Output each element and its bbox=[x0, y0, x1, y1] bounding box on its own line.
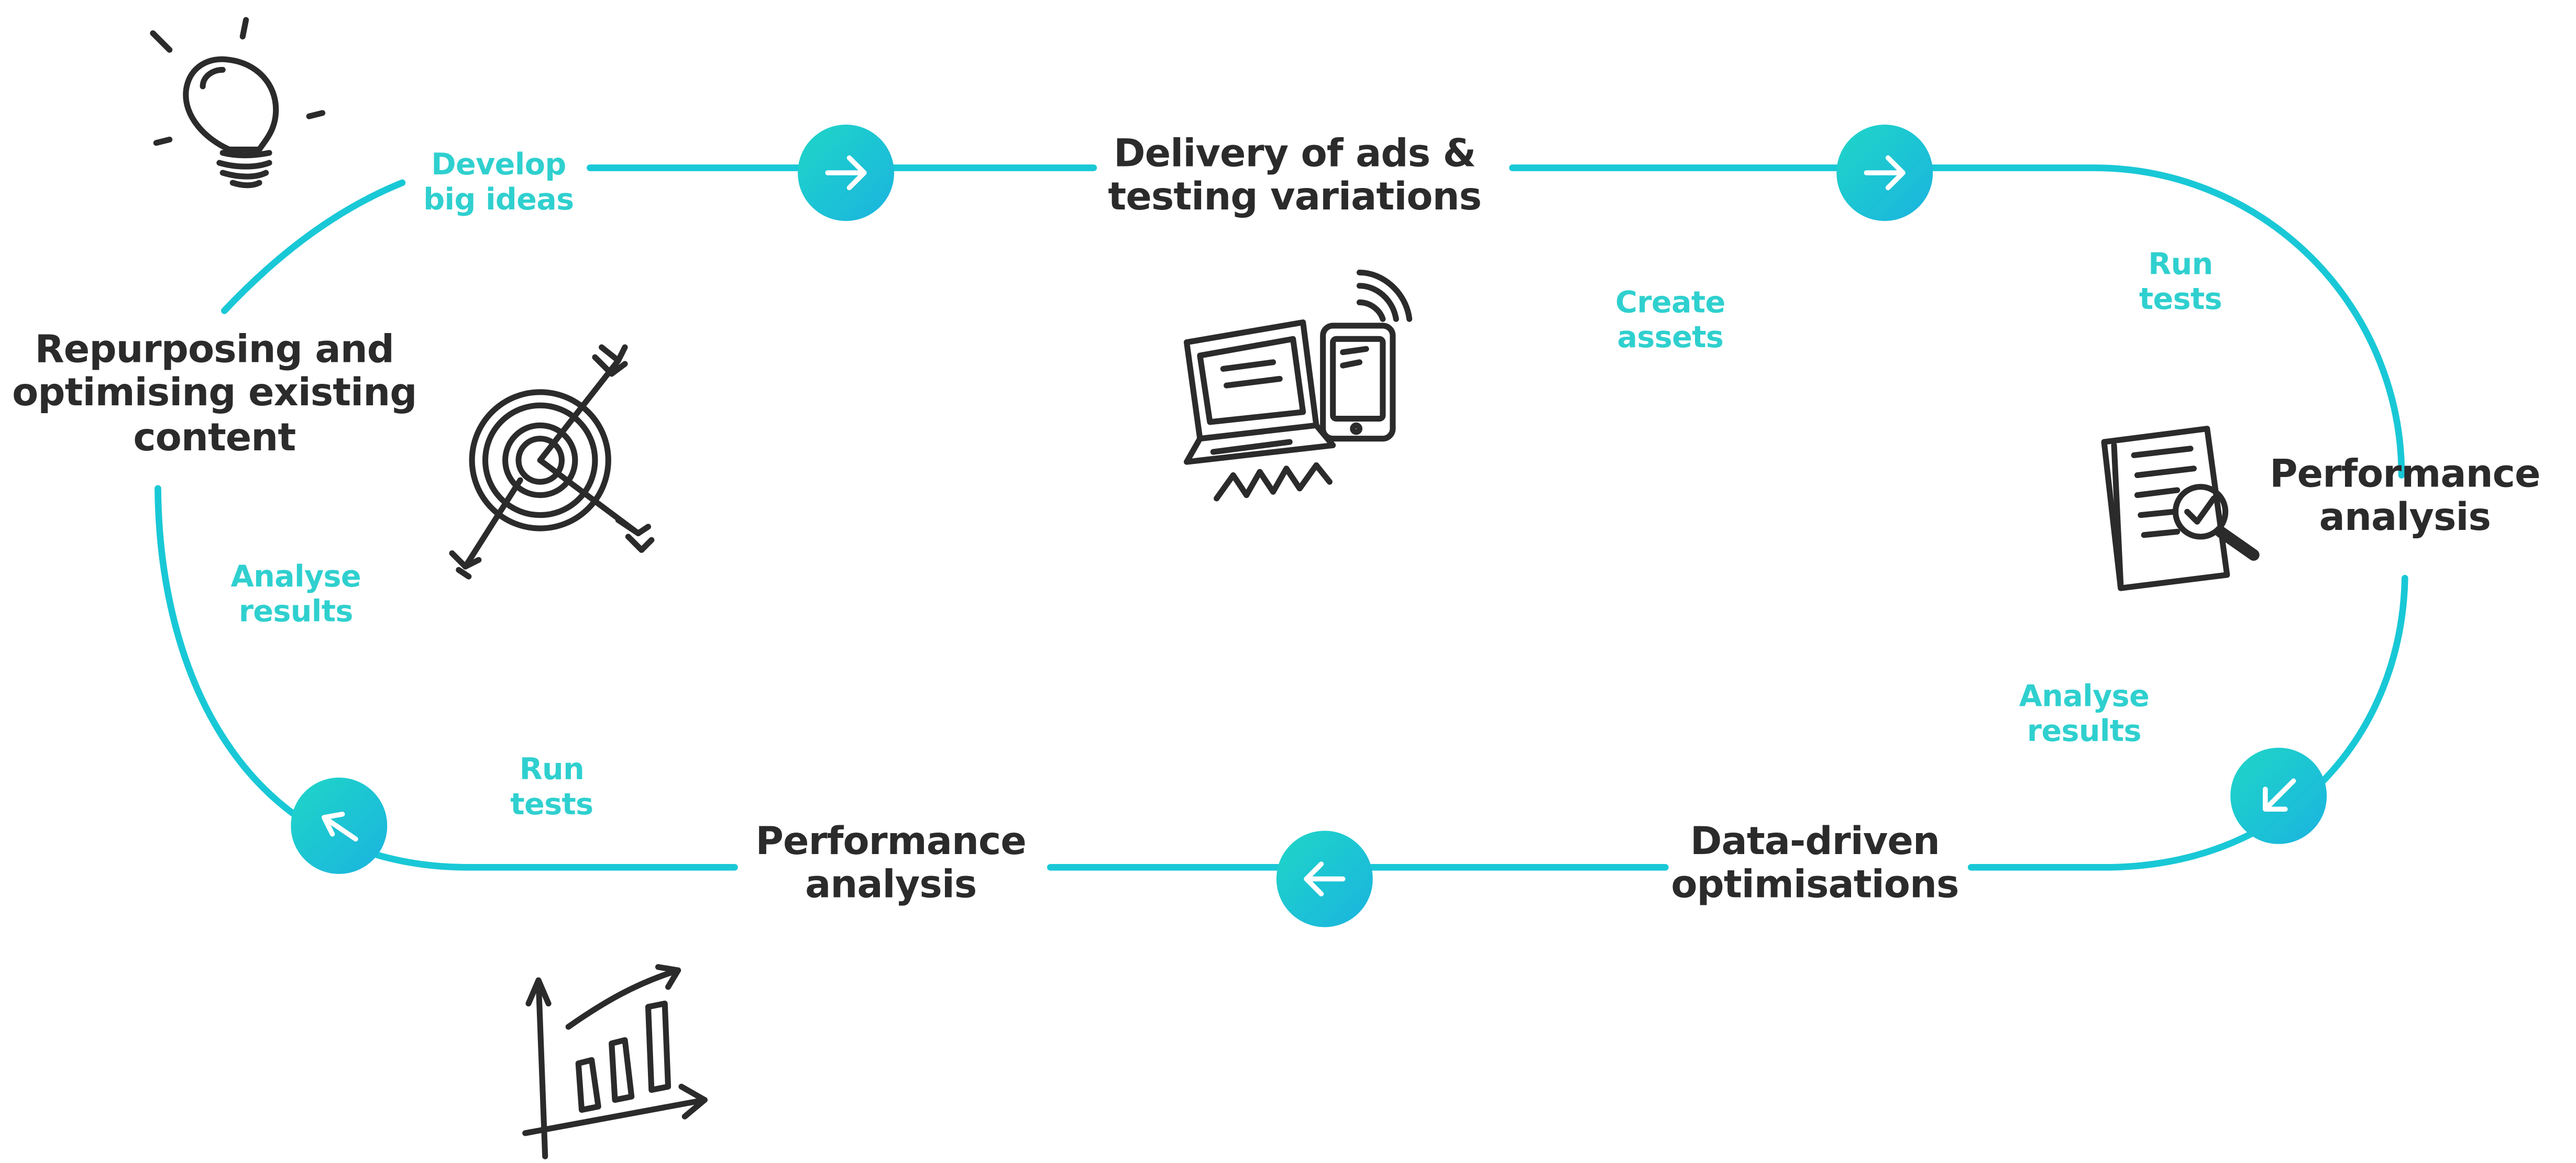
connector-delivery-performance bbox=[1509, 164, 2405, 479]
step-analyse-right-line-2: results bbox=[2027, 714, 2142, 749]
arrow-right-icon bbox=[1836, 124, 1933, 221]
stage-repurposing-content: Repurposing and optimising existing cont… bbox=[7, 329, 422, 461]
connector-performance-repurposing bbox=[155, 485, 738, 871]
stage-performance-right-line-2: analysis bbox=[2319, 497, 2491, 541]
report-drawing bbox=[2101, 426, 2260, 591]
next-arrow-button-top-right[interactable] bbox=[1836, 124, 1933, 221]
step-run-tests-right: Run tests bbox=[2127, 247, 2233, 318]
step-run-left-line-2: tests bbox=[510, 787, 593, 822]
stage-repurposing-line-1: Repurposing and bbox=[35, 329, 394, 372]
stage-delivery: Delivery of ads & testing variations bbox=[1095, 133, 1494, 221]
step-develop-big-ideas: Develop big ideas bbox=[415, 148, 581, 218]
stage-performance-analysis-right: Performance analysis bbox=[2264, 453, 2546, 541]
connector-repurposing-develop bbox=[221, 179, 406, 314]
next-arrow-button-top-left[interactable] bbox=[798, 124, 895, 221]
stage-performance-bottom-line-2: analysis bbox=[805, 865, 977, 908]
step-run-left-line-1: Run bbox=[519, 752, 585, 788]
step-create-line-1: Create bbox=[1615, 285, 1725, 321]
stage-data-driven-optimisations: Data-driven optimisations bbox=[1669, 821, 1961, 909]
devices-drawing bbox=[1183, 269, 1413, 502]
next-arrow-button-bottom[interactable] bbox=[1276, 830, 1373, 927]
step-analyse-right-line-1: Analyse bbox=[2019, 679, 2150, 715]
arrow-left-icon bbox=[1276, 830, 1373, 927]
step-run-right-line-2: tests bbox=[2139, 282, 2222, 317]
arrow-right-icon bbox=[798, 124, 895, 221]
laptop-phone-icon bbox=[1173, 266, 1414, 515]
document-magnifier-icon bbox=[2097, 419, 2280, 599]
stage-performance-right-line-1: Performance bbox=[2270, 453, 2540, 497]
next-arrow-button-left[interactable] bbox=[291, 777, 388, 874]
target-drawing bbox=[449, 344, 655, 580]
stage-data-driven-line-2: optimisations bbox=[1671, 865, 1959, 908]
step-analyse-results-left: Analyse results bbox=[216, 560, 376, 630]
step-analyse-left-line-2: results bbox=[238, 594, 354, 629]
stage-delivery-line-1: Delivery of ads & bbox=[1114, 132, 1476, 176]
stage-delivery-line-2: testing variations bbox=[1108, 176, 1482, 220]
target-arrows-icon bbox=[445, 340, 658, 581]
step-run-right-line-1: Run bbox=[2148, 247, 2213, 283]
next-arrow-button-right[interactable] bbox=[2230, 747, 2327, 844]
lightbulb-drawing bbox=[150, 17, 326, 189]
arrow-up-left-icon bbox=[291, 777, 388, 874]
step-create-assets: Create assets bbox=[1595, 285, 1745, 356]
lightbulb-icon bbox=[143, 13, 329, 196]
bar-chart-growth-icon bbox=[519, 960, 718, 1163]
stage-repurposing-line-3: content bbox=[133, 417, 296, 460]
chart-drawing bbox=[522, 964, 708, 1159]
step-develop-line-1: Develop bbox=[431, 148, 566, 183]
step-create-line-2: assets bbox=[1617, 320, 1724, 356]
step-develop-line-2: big ideas bbox=[423, 182, 574, 217]
stage-repurposing-line-2: optimising existing bbox=[12, 373, 417, 416]
step-run-tests-left: Run tests bbox=[499, 752, 605, 823]
stage-performance-bottom-line-1: Performance bbox=[755, 821, 1027, 864]
arrow-down-left-icon bbox=[2230, 747, 2327, 844]
stage-data-driven-line-1: Data-driven bbox=[1690, 821, 1940, 864]
step-analyse-left-line-1: Analyse bbox=[230, 560, 361, 595]
step-analyse-results-right: Analyse results bbox=[2005, 679, 2164, 750]
stage-performance-analysis-bottom: Performance analysis bbox=[741, 821, 1040, 909]
